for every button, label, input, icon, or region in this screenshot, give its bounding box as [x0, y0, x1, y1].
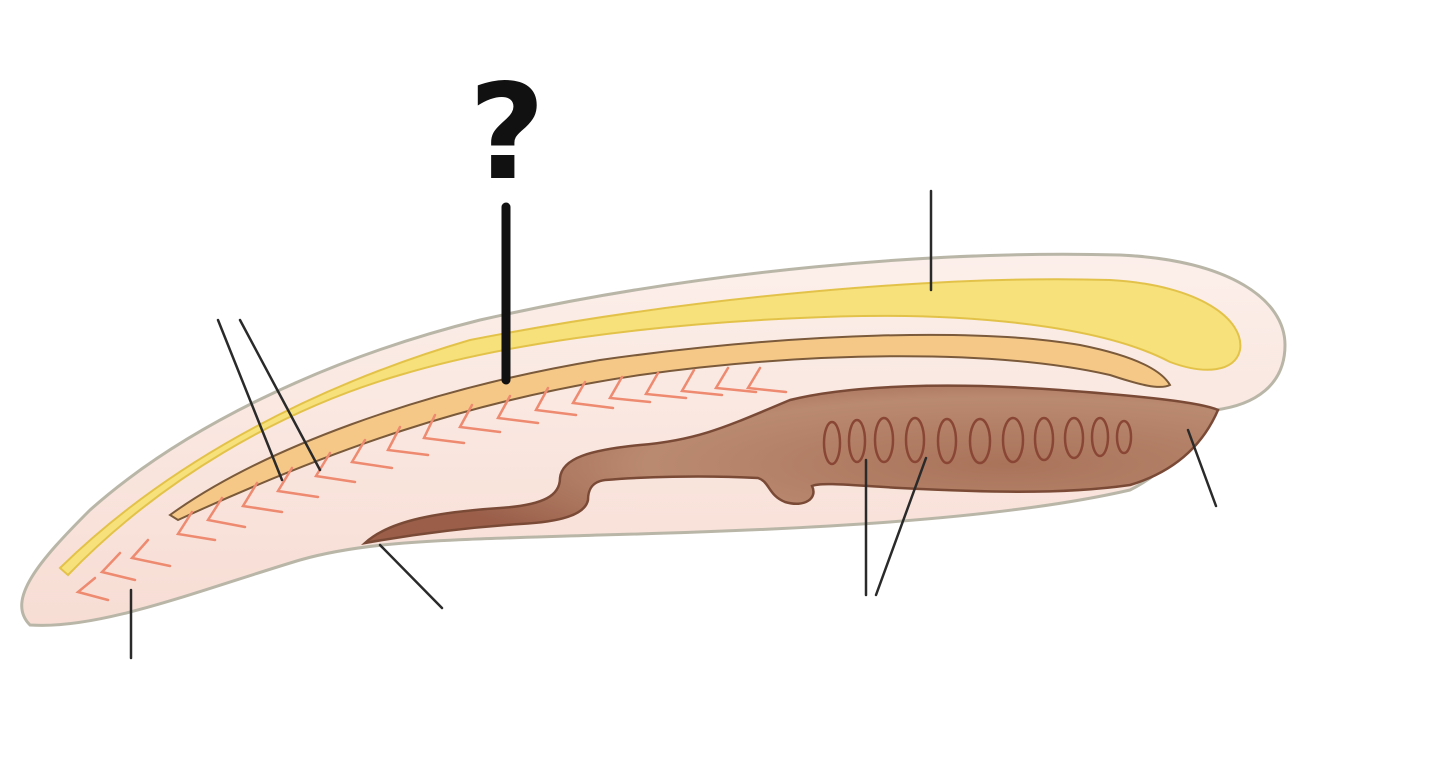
- gill-slit: [1001, 416, 1025, 464]
- myomere: [713, 366, 758, 394]
- gill-slit: [822, 420, 842, 466]
- myomere: [175, 510, 217, 542]
- myomere: [496, 394, 540, 425]
- gill-slit: [1115, 419, 1133, 455]
- myomere: [275, 466, 320, 499]
- gill-slit: [1090, 416, 1110, 458]
- myomere: [458, 403, 502, 434]
- myomere: [607, 375, 652, 404]
- myomere: [205, 496, 247, 529]
- gill-slit: [968, 417, 992, 465]
- gill-slits: [822, 416, 1133, 466]
- myomere: [422, 413, 466, 445]
- myomere: [349, 438, 394, 470]
- gill-slit: [873, 416, 895, 464]
- dorsal-nerve-cord: [58, 278, 1242, 577]
- myomere: [99, 551, 137, 582]
- leader-line: [378, 543, 444, 610]
- myomeres: [75, 366, 788, 602]
- gill-slit: [1033, 416, 1055, 462]
- myomere: [240, 481, 284, 514]
- gill-slit: [936, 417, 958, 465]
- gill-slit: [1063, 416, 1085, 460]
- gill-slit: [904, 416, 926, 464]
- myomere: [745, 366, 788, 394]
- leader-line: [216, 318, 284, 482]
- gill-slit: [847, 418, 867, 464]
- leader-lines: [129, 189, 1218, 660]
- myomere: [679, 368, 724, 397]
- myomere: [570, 380, 615, 410]
- myomere: [75, 576, 110, 602]
- myomere: [313, 451, 357, 484]
- leader-line: [238, 318, 322, 472]
- myomere: [643, 371, 688, 400]
- question-mark-label: ?: [468, 56, 546, 210]
- myomere: [129, 538, 172, 568]
- leader-line: [874, 456, 928, 597]
- leader-line: [1186, 428, 1218, 508]
- myomere: [386, 425, 430, 457]
- myomere: [534, 386, 578, 417]
- notochord: [168, 333, 1172, 522]
